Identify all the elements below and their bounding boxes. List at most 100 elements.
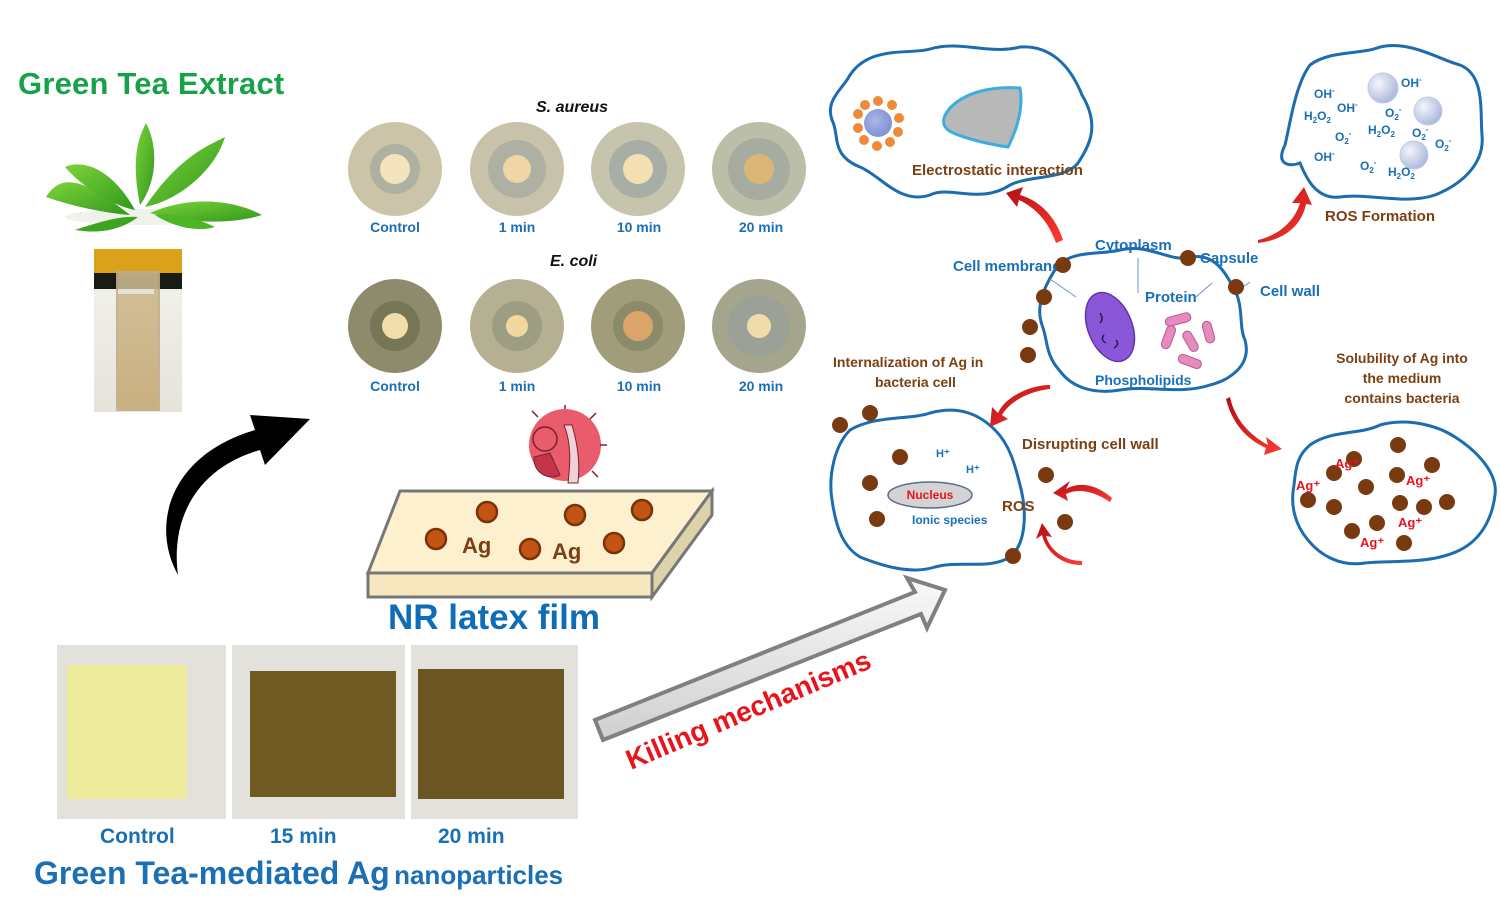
ag-particle	[1057, 514, 1073, 530]
ag-particle	[1180, 250, 1196, 266]
ros-species: O2-	[1385, 105, 1402, 122]
ros-species: O2-	[1360, 158, 1377, 175]
internalization-label-line2: bacteria cell	[875, 374, 956, 390]
solubility-label-line2: the medium	[1363, 370, 1442, 386]
cell-wall-label: Cell wall	[1260, 283, 1320, 300]
killing-mechanisms-arrow-icon: Killing mechanisms	[592, 574, 948, 776]
cell-wall-fragment-icon	[942, 86, 1023, 149]
ag-particle	[862, 405, 878, 421]
ag-particle	[1020, 347, 1036, 363]
e-coli-title: E. coli	[550, 253, 598, 270]
ionic-species-label: Ionic species	[912, 513, 988, 527]
ag-particle	[1036, 289, 1052, 305]
solubility-label-line3: contains bacteria	[1344, 390, 1459, 406]
plate-s-aureus-10min	[591, 122, 685, 216]
nanoparticle-cluster-icon	[853, 96, 904, 151]
ros-species: OH-	[1314, 86, 1335, 101]
ag-label: Ag	[552, 539, 581, 564]
ag-particle	[1416, 499, 1432, 515]
plate-label: Control	[370, 219, 420, 235]
ag-particle	[1392, 495, 1408, 511]
ag-particle	[518, 537, 542, 561]
plate-s-aureus-20min	[712, 122, 806, 216]
ros-species: O2-	[1412, 125, 1429, 142]
ag-particle	[1326, 499, 1342, 515]
ros-species: O2-	[1435, 136, 1452, 153]
plate-label: 20 min	[738, 378, 784, 394]
ag-particle	[1022, 319, 1038, 335]
h-plus-label: H⁺	[966, 464, 980, 476]
ag-particle	[424, 527, 448, 551]
ag-ion-label: Ag⁺	[1335, 456, 1359, 471]
film-photo-control	[57, 645, 226, 819]
arrow-to-electrostatic-icon	[1006, 187, 1063, 243]
curved-arrow-icon	[166, 415, 310, 575]
ag-particle	[1326, 465, 1342, 481]
ros-sphere	[1413, 96, 1443, 126]
nucleus-shape	[887, 481, 973, 509]
red-arrows	[990, 187, 1312, 565]
plate-e-coli-10min	[591, 279, 685, 373]
solubility-cell-outline	[1291, 420, 1497, 566]
ros-species: H2O2	[1368, 123, 1395, 139]
ag-particle	[892, 449, 908, 465]
internalization-label-line1: Internalization of Ag in	[833, 354, 983, 370]
ros-label: ROS	[1002, 498, 1035, 515]
arrow-ros-upper-icon	[1053, 481, 1112, 502]
plate-label: Control	[370, 378, 420, 394]
films-caption-suffix: nanoparticles	[394, 860, 564, 890]
nucleus-label: Nucleus	[907, 488, 954, 502]
film-label-15min: 15 min	[270, 825, 337, 848]
plate-e-coli-20min	[712, 279, 806, 373]
solubility-label-line1: Solubility of Ag into	[1336, 350, 1468, 366]
ag-particle	[869, 511, 885, 527]
ag-particle	[1344, 523, 1360, 539]
ag-ion-label: Ag⁺	[1406, 473, 1430, 488]
cytoplasm-label: Cytoplasm	[1095, 237, 1172, 254]
film-photo-15min	[232, 645, 405, 819]
ag-particle	[1358, 479, 1374, 495]
protein-label: Protein	[1145, 289, 1197, 306]
s-aureus-title: S. aureus	[536, 99, 609, 116]
plate-s-aureus-control	[348, 122, 442, 216]
cuvette-photo	[94, 249, 182, 412]
film-label-20min: 20 min	[438, 825, 505, 848]
h-plus-label: H⁺	[936, 448, 950, 460]
extract-title: Green Tea Extract	[18, 66, 285, 101]
ros-species: OH-	[1401, 75, 1422, 90]
arrow-to-solubility-icon	[1226, 397, 1282, 455]
ag-ion-label: Ag⁺	[1398, 515, 1422, 530]
film-title: NR latex film	[388, 598, 600, 637]
ag-particle	[1055, 257, 1071, 273]
phospholipids-label: Phospholipids	[1095, 372, 1192, 388]
ag-particle	[563, 503, 587, 527]
nr-latex-film-slab: Ag Ag	[365, 486, 715, 602]
plate-s-aureus-1min	[470, 122, 564, 216]
cell-membrane-label: Cell membrane	[953, 258, 1061, 275]
ag-particle	[1300, 492, 1316, 508]
plate-label: 10 min	[616, 219, 662, 235]
plate-label: 10 min	[616, 378, 662, 394]
ros-formation-label: ROS Formation	[1325, 208, 1435, 225]
bacterium-purple-icon	[1084, 291, 1136, 363]
tea-leaves-icon	[46, 123, 262, 232]
disrupting-cell-wall-label: Disrupting cell wall	[1022, 436, 1159, 453]
ag-particle	[1390, 437, 1406, 453]
central-cell-outline	[1038, 247, 1248, 393]
bacterium-cartoon-icon	[529, 405, 607, 484]
ros-species: H2O2	[1388, 165, 1415, 181]
plate-e-coli-1min	[470, 279, 564, 373]
mechanism-diagram: Electrostatic interaction OH- OH- OH- OH…	[828, 44, 1497, 572]
plate-label: 20 min	[738, 219, 784, 235]
ag-particle	[1389, 467, 1405, 483]
ag-particle	[1396, 535, 1412, 551]
ag-particle	[1038, 467, 1054, 483]
ag-particle	[1369, 515, 1385, 531]
ag-particle	[1228, 279, 1244, 295]
ag-label: Ag	[462, 533, 491, 558]
plate-e-coli-control	[348, 279, 442, 373]
ros-species: O2-	[1335, 129, 1352, 146]
ag-particle	[1346, 451, 1362, 467]
film-label-control: Control	[100, 825, 175, 848]
ros-cell-outline	[1280, 44, 1484, 201]
